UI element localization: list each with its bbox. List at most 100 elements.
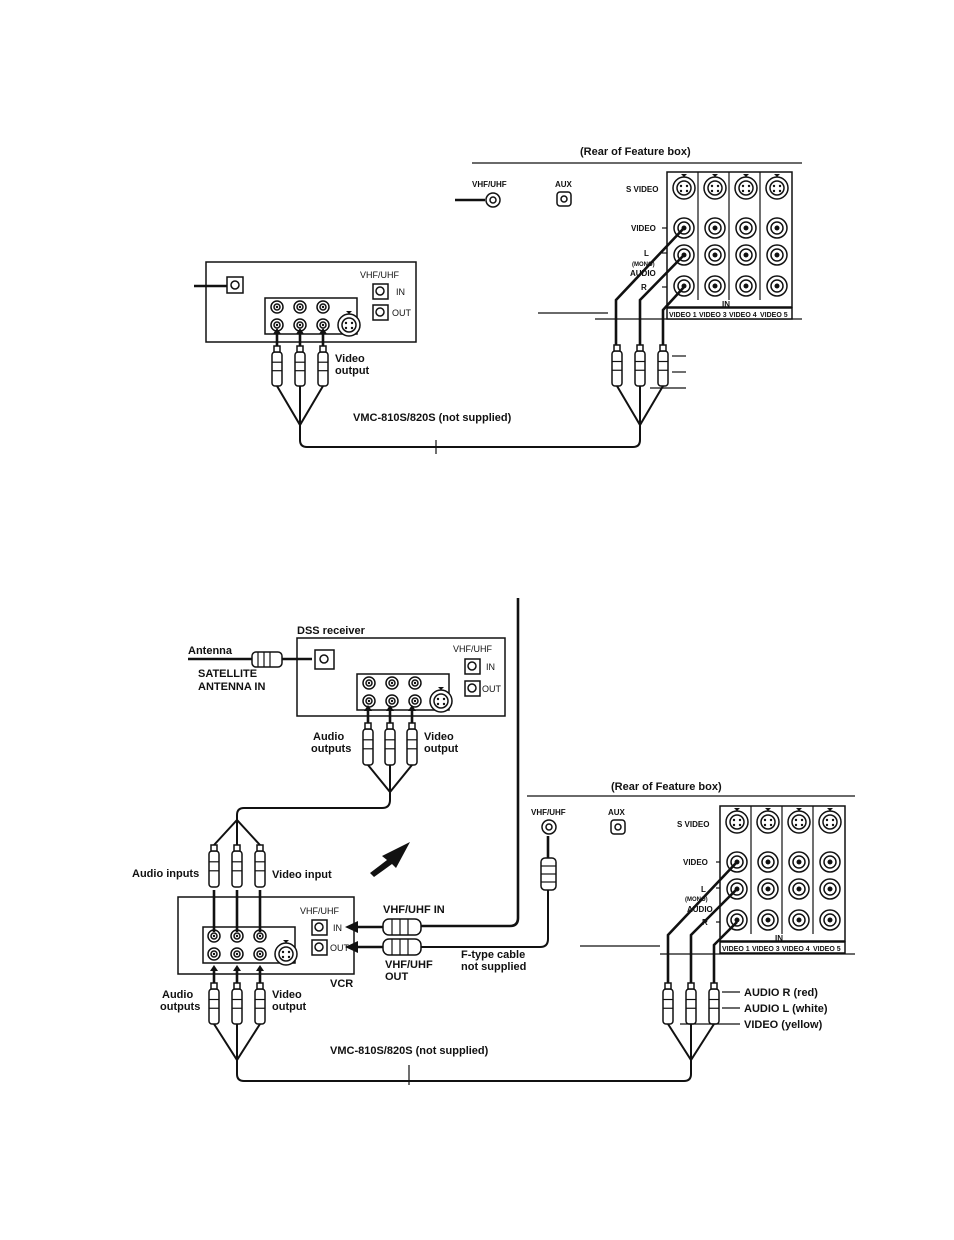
dss-s-video-jack — [429, 687, 453, 713]
dss-vhf-uhf-label: VHF/UHF — [453, 644, 492, 654]
antenna-label: Antenna — [188, 645, 233, 657]
top-diagram: (Rear of Feature box) VHF/UHF AUX S VIDE… — [194, 146, 802, 454]
top-audio-r-jack-2 — [704, 275, 726, 297]
top-in-label: IN — [722, 300, 730, 309]
bottom-audio-r-jack-3 — [788, 909, 810, 931]
top-jack-array — [672, 174, 789, 297]
top-left-arrow-icon-1 — [273, 328, 281, 334]
top-device-out-jack — [372, 304, 389, 321]
vcr-input-cables — [212, 890, 262, 932]
top-video-jack-2 — [704, 217, 726, 239]
top-audio-label: AUDIO — [630, 269, 656, 278]
top-device-out-label: OUT — [392, 308, 412, 318]
vhf-uhf-in-plug — [345, 918, 422, 936]
top-video-jack-3 — [735, 217, 757, 239]
vcr-lower-jack-1 — [207, 947, 221, 961]
top-device-vhf-uhf-label: VHF/UHF — [360, 270, 399, 280]
dss-out-jack — [464, 680, 481, 697]
bottom-audio-l-jack-2 — [757, 878, 779, 900]
dss-lower-jack-1 — [362, 694, 376, 708]
vhf-uhf-out-line2: OUT — [385, 971, 409, 983]
top-video-output-line2: output — [335, 365, 370, 377]
vcr-out-arrow-icon-2 — [233, 965, 241, 971]
vcr-video-output-line1: Video — [272, 989, 302, 1001]
dss-upper-jack-3 — [408, 676, 422, 690]
top-device-in-label: IN — [396, 287, 405, 297]
vcr-in-plug-2 — [231, 844, 243, 888]
bottom-s-video-jack-2 — [756, 808, 780, 834]
bottom-right-plugs — [662, 982, 720, 1025]
dss-out-plug-3 — [406, 722, 418, 766]
bottom-diagram: DSS receiver Antenna SATELLITE ANTENNA I… — [132, 598, 855, 1085]
bottom-jack-array — [725, 808, 842, 931]
top-source-lower-jack-1 — [270, 318, 284, 332]
bottom-audio-r-jack-4 — [819, 909, 841, 931]
top-right-plug-2 — [634, 344, 646, 387]
satellite-antenna-jack — [314, 649, 335, 670]
vcr-label: VCR — [330, 978, 353, 990]
bottom-input-label-bar — [719, 941, 846, 954]
top-rear-cables — [538, 227, 685, 345]
video-yellow-label: VIDEO (yellow) — [744, 1019, 823, 1031]
bottom-s-video-jack-1 — [725, 808, 749, 834]
bottom-vhf-uhf-label: VHF/UHF — [531, 808, 566, 817]
top-aux-label: AUX — [555, 180, 573, 189]
bottom-aux-jack — [610, 819, 626, 835]
bottom-audio-l-jack-4 — [819, 878, 841, 900]
dss-audio-outputs-line1: Audio — [313, 731, 344, 743]
dss-receiver-label: DSS receiver — [297, 625, 366, 637]
top-s-video-jack-3 — [734, 174, 758, 200]
bottom-video4-label: VIDEO 4 — [782, 946, 810, 953]
top-source-upper-jack-3 — [316, 300, 330, 314]
top-source-jacks — [270, 300, 361, 337]
top-r-label: R — [641, 283, 647, 292]
bottom-right-plug-2 — [685, 982, 697, 1025]
bottom-in-label: IN — [775, 934, 783, 943]
top-s-video-jack-2 — [703, 174, 727, 200]
dss-audio-outputs-line2: outputs — [311, 743, 351, 755]
vcr-in-plug-3 — [254, 844, 266, 888]
top-video-jack-4 — [766, 217, 788, 239]
top-left-plug-1 — [271, 345, 283, 387]
top-audio-r-jack-3 — [735, 275, 757, 297]
bottom-video-jack-4 — [819, 851, 841, 873]
bottom-mono-label: (MONO) — [685, 897, 708, 903]
bottom-video5-label: VIDEO 5 — [813, 946, 841, 953]
dss-out-arrow-icon-2 — [386, 705, 394, 711]
dss-out-plug-1 — [362, 722, 374, 766]
vhf-uhf-in-label: VHF/UHF IN — [383, 904, 445, 916]
dss-video-output-line2: output — [424, 743, 459, 755]
top-audio-l-jack-3 — [735, 244, 757, 266]
f-type-cable-line2: not supplied — [461, 961, 526, 973]
dss-out-plug-2 — [384, 722, 396, 766]
vcr-in-plug-1 — [208, 844, 220, 888]
video-input-label: Video input — [272, 869, 332, 881]
top-left-plug-2 — [294, 345, 306, 387]
audio-l-label: AUDIO L (white) — [744, 1003, 828, 1015]
vcr-out-plug-2 — [231, 982, 243, 1025]
audio-r-label: AUDIO R (red) — [744, 987, 818, 999]
dss-vcr-harness — [213, 764, 413, 846]
top-video3-label: VIDEO 3 — [699, 312, 727, 319]
feature-box-f-plug — [540, 836, 557, 891]
top-audio-l-jack-2 — [704, 244, 726, 266]
top-mono-label: (MONO) — [632, 262, 655, 268]
top-s-video-label: S VIDEO — [626, 185, 658, 194]
bottom-aux-label: AUX — [608, 808, 626, 817]
antenna-plug — [251, 651, 312, 668]
top-left-plugs — [271, 328, 329, 387]
top-video-label: VIDEO — [631, 224, 656, 233]
vcr-out-label: OUT — [330, 943, 350, 953]
top-rear-label: (Rear of Feature box) — [580, 146, 691, 158]
vcr-in-jack — [311, 919, 328, 936]
vcr-video-output-line2: output — [272, 1001, 307, 1013]
dss-out-arrow-icon-3 — [408, 705, 416, 711]
vcr-input-plugs — [208, 844, 266, 888]
top-audio-r-jack-4 — [766, 275, 788, 297]
vcr-audio-outputs-line1: Audio — [162, 989, 193, 1001]
dss-in-jack — [464, 658, 481, 675]
top-left-arrow-icon-3 — [319, 328, 327, 334]
vhf-uhf-out-plug — [345, 938, 422, 956]
